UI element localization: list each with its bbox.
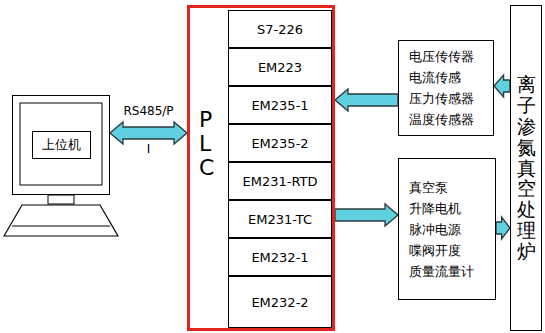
block-arrow [110,122,187,144]
block-arrow [335,89,398,111]
node-text: 质量流量计 [409,261,485,282]
furnace-box: 离子渗氮真空处理炉 [510,5,542,331]
actuator-box: 真空泵升降电机脉冲电源喋阀开度质量流量计 [398,158,496,300]
node-text: EM235-2 [251,136,308,151]
block-arrow [496,217,510,239]
plc-module: EM231-TC [228,200,332,238]
keyboard-edge [12,226,110,227]
node-text: EM223 [258,60,302,75]
node-text: EM232-1 [251,250,308,265]
node-text: 真空泵 [409,177,485,198]
plc-module: EM235-1 [228,86,332,124]
keyboard-base [4,205,118,236]
sensor-box: 电压传传器电流传感压力传感器温度传感器 [398,40,494,136]
plc-module: EM232-1 [228,238,332,276]
block-arrow [335,204,398,226]
monitor-stand [48,195,74,204]
node-text: 脉冲电源 [409,219,485,240]
node-text: 压力传感器 [409,88,483,109]
node-text: 电压传传器 [409,46,483,67]
node-text: 离子渗氮真空处理炉 [517,74,536,262]
computer-box: 上位机 [12,95,110,195]
node-text: EM232-2 [251,295,308,310]
node-text: 喋阀开度 [409,240,485,261]
node-text: EM235-1 [251,98,308,113]
block-arrow [494,75,510,97]
node-text: 升降电机 [409,198,485,219]
plc-module: EM223 [228,48,332,86]
node-text: S7-226 [257,22,303,37]
plc-module: EM232-2 [228,276,332,328]
monitor-screen [20,103,102,185]
node-text: 温度传感器 [409,109,483,130]
node-text: PLC [199,108,221,181]
edge-label: RS485/P I [122,92,176,168]
node-text: 上位机 [32,131,91,159]
plc-module: S7-226 [228,10,332,48]
plc-module: EM235-2 [228,124,332,162]
node-text: EM231-RTD [243,174,318,189]
plc-frame: PLC S7-226EM223EM235-1EM235-2EM231-RTD EM2… [187,5,335,331]
node-text: 电流传感 [409,67,483,88]
node-text: EM231-TC [248,212,312,227]
plc-module: EM231-RTD [228,162,332,200]
